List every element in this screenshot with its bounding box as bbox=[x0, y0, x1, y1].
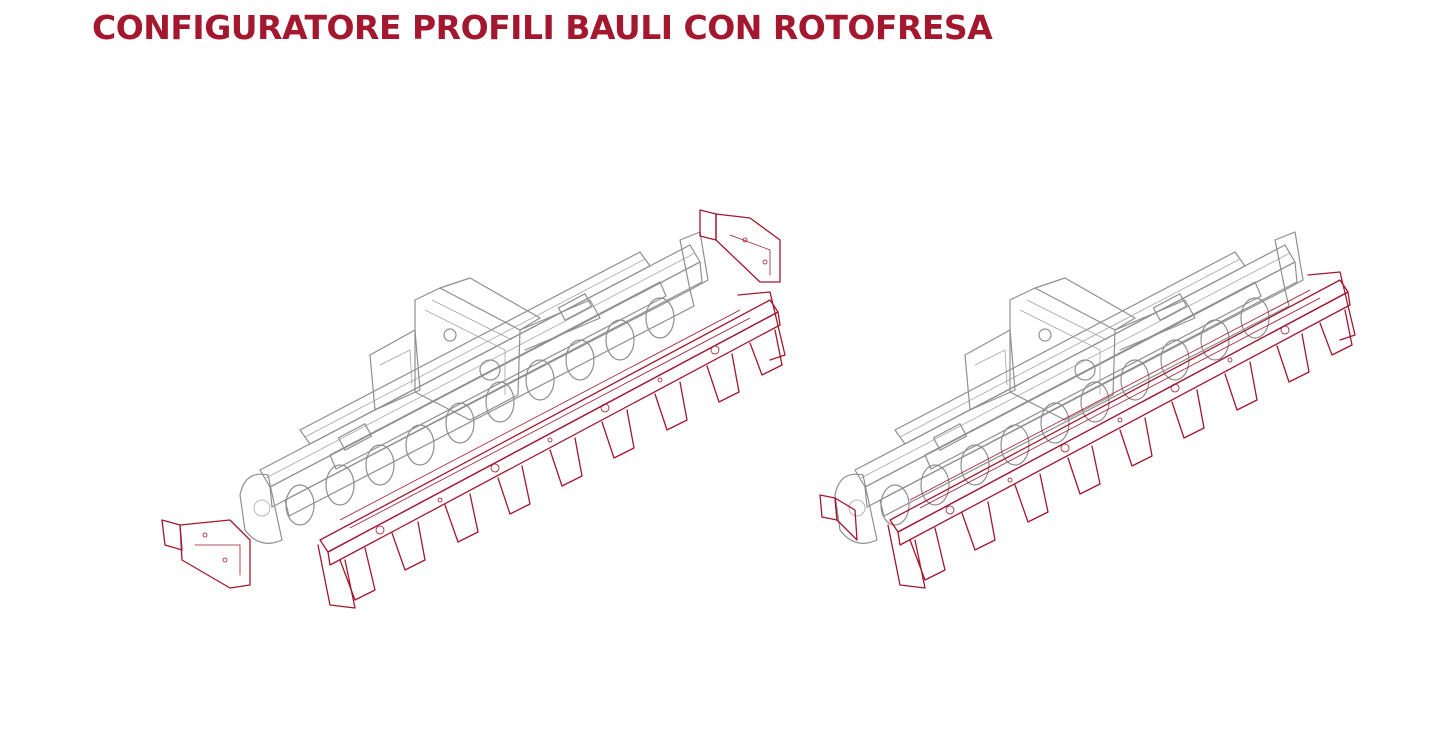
trough-profile-assembled bbox=[887, 271, 1356, 589]
end-plate-left bbox=[161, 519, 251, 589]
assembled-view bbox=[819, 231, 1356, 589]
tiller-machine bbox=[239, 231, 709, 544]
end-plate-right bbox=[699, 209, 781, 283]
exploded-view bbox=[161, 209, 786, 609]
page-title: CONFIGURATORE PROFILI BAULI CON ROTOFRES… bbox=[92, 8, 993, 47]
tiller-machine-assembled bbox=[834, 231, 1304, 544]
end-plate-left-assembled bbox=[819, 494, 858, 541]
